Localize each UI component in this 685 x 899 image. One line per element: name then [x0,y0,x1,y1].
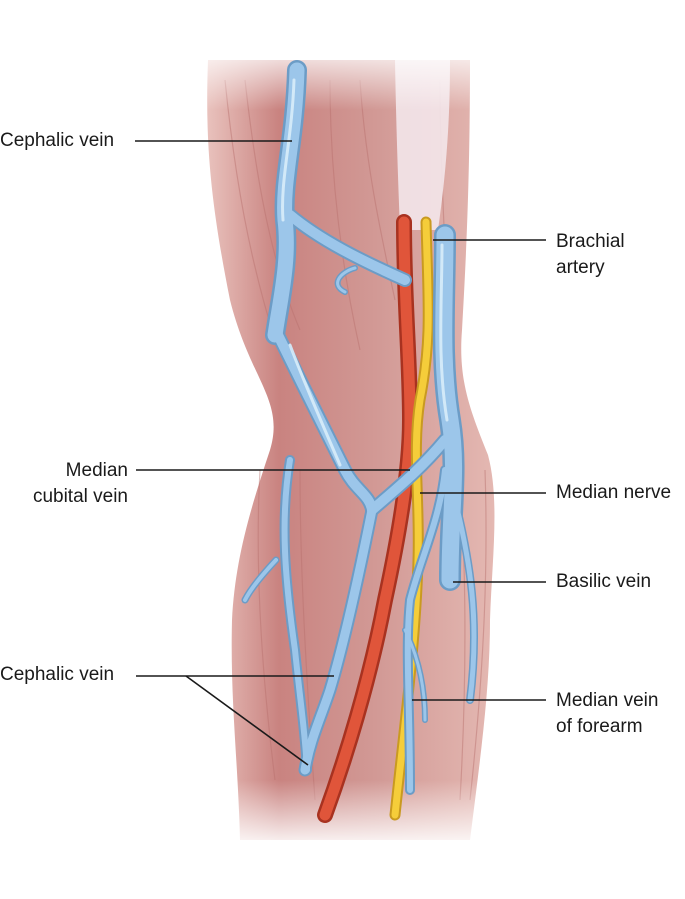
label-median-vein-of-forearm: Median vein of forearm [556,690,659,737]
label-brachial-artery: Brachial artery [556,231,625,278]
leader-lines [135,140,546,766]
label-median-cubital-vein: Median cubital vein [32,460,128,507]
label-cephalic-vein-lower: Cephalic vein [0,664,115,685]
label-basilic-vein: Basilic vein [556,571,652,592]
label-median-nerve: Median nerve [556,482,672,503]
veins [241,60,479,795]
label-cephalic-vein-upper: Cephalic vein [0,130,115,151]
